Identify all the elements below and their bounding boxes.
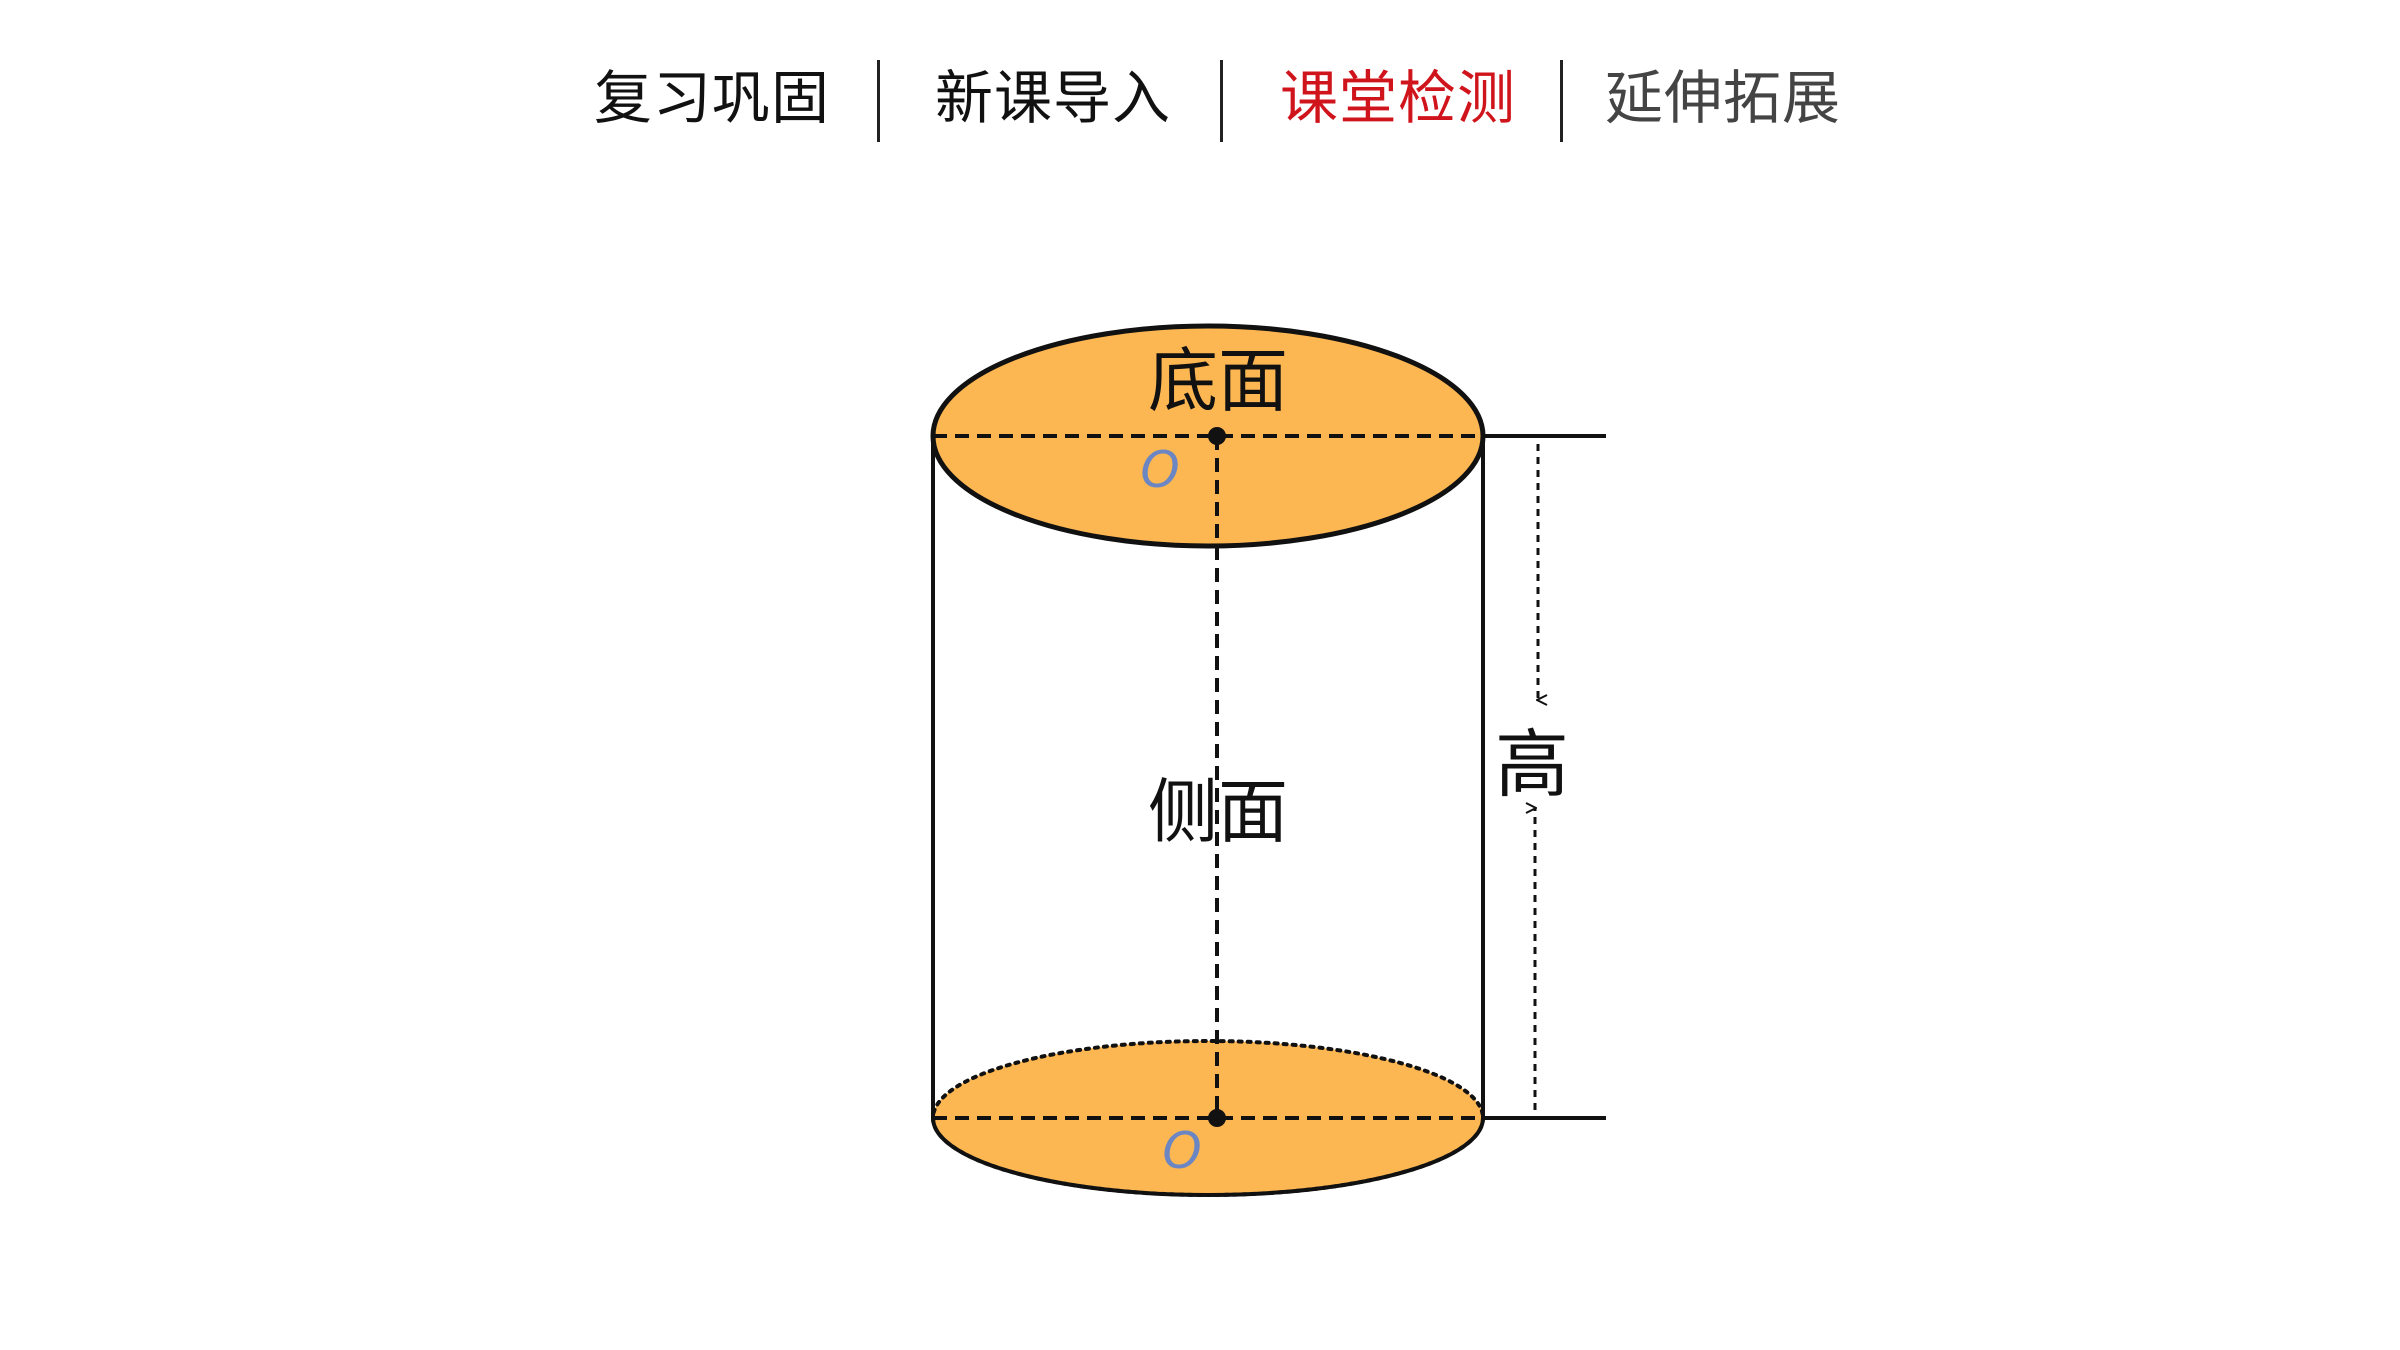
bottom-base-front-edge	[931, 1117, 1485, 1197]
nav-item-class-test[interactable]: 课堂检测	[1280, 64, 1517, 132]
top-navigation: 复习巩固 新课导入 课堂检测 延伸拓展	[0, 0, 2400, 150]
base-label: 底面	[1148, 340, 1288, 422]
nav-item-new-lesson[interactable]: 新课导入	[935, 64, 1172, 132]
nav-divider	[1220, 60, 1223, 142]
top-center-label: O	[1140, 441, 1179, 499]
bottom-center-label: O	[1162, 1122, 1201, 1180]
height-label: 高	[1495, 722, 1569, 808]
nav-divider	[1560, 60, 1563, 142]
nav-divider	[877, 60, 880, 142]
bottom-center-point	[1208, 1109, 1226, 1127]
nav-item-extension[interactable]: 延伸拓展	[1605, 64, 1842, 132]
top-center-point	[1208, 427, 1226, 445]
lateral-label: 侧面	[1148, 771, 1288, 853]
nav-item-review[interactable]: 复习巩固	[594, 64, 831, 132]
